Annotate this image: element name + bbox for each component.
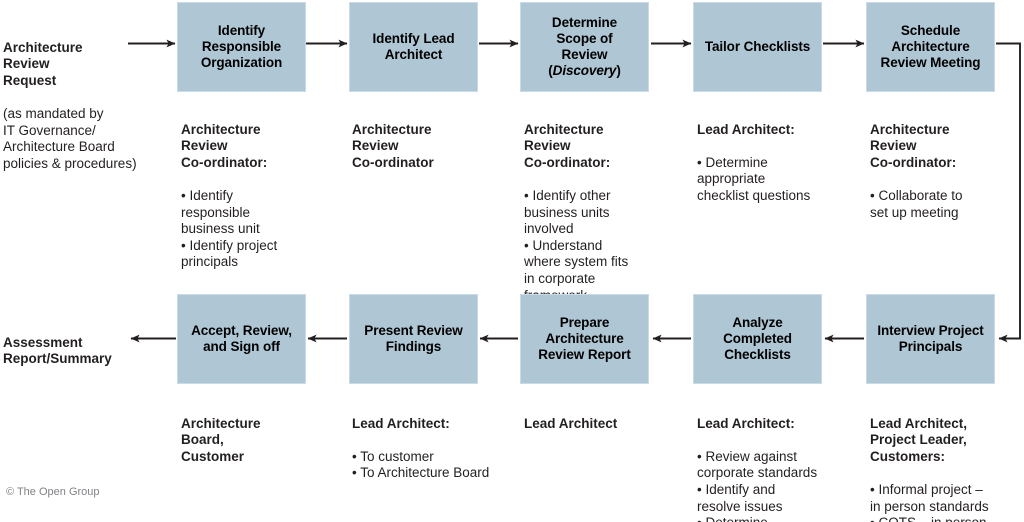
process-box-label: Present Review Findings — [364, 323, 463, 354]
note-heading: Architecture Review Co-ordinator: — [181, 121, 268, 170]
note-identify-responsible-organization: Architecture Review Co-ordinator: • Iden… — [181, 105, 346, 288]
process-box-present-review-findings[interactable]: Present Review Findings — [349, 294, 478, 384]
note-heading: Lead Architect: — [352, 415, 450, 431]
process-box-interview-project-principals[interactable]: Interview Project Principals — [866, 294, 995, 384]
note-heading: Architecture Review Co-ordinator — [352, 121, 434, 170]
note-body: • Collaborate to set up meeting — [870, 187, 963, 220]
note-heading: Lead Architect, Project Leader, Customer… — [870, 415, 968, 464]
process-box-label: Schedule Architecture Review Meeting — [880, 23, 981, 70]
process-box-schedule-architecture-review-meeting[interactable]: Schedule Architecture Review Meeting — [866, 2, 995, 92]
note-determine-scope-of-review: Architecture Review Co-ordinator: • Iden… — [524, 105, 690, 321]
note-body: • Identify responsible business unit • I… — [181, 187, 278, 270]
note-body: • Identify other business units involved… — [524, 187, 629, 303]
note-heading: Architecture Review Co-ordinator: — [524, 121, 611, 170]
process-box-identify-responsible-organization[interactable]: Identify Responsible Organization — [177, 2, 306, 92]
arrow-schedule-meeting-to-interview-project-principals — [996, 42, 1021, 343]
process-box-analyze-completed-checklists[interactable]: Analyze Completed Checklists — [693, 294, 822, 384]
note-prepare-architecture-review-report: Lead Architect — [524, 399, 689, 465]
note-heading: Lead Architect — [524, 415, 618, 431]
process-box-prepare-architecture-review-report[interactable]: Prepare Architecture Review Report — [520, 294, 649, 384]
process-box-label: Accept, Review, and Sign off — [191, 323, 292, 354]
output-label-heading: Assessment Report/Summary — [3, 334, 112, 367]
process-box-label: Analyze Completed Checklists — [723, 315, 792, 362]
note-analyze-completed-checklists: Lead Architect: • Review against corpora… — [697, 399, 869, 522]
input-label-body: (as mandated by IT Governance/ Architect… — [3, 105, 137, 171]
process-box-identify-lead-architect[interactable]: Identify Lead Architect — [349, 2, 478, 92]
process-box-label: Tailor Checklists — [704, 39, 811, 54]
process-box-label: Interview Project Principals — [877, 323, 984, 354]
input-label-architecture-review-request: Architecture Review Request (as mandated… — [3, 23, 168, 189]
note-schedule-architecture-review-meeting: Architecture Review Co-ordinator: • Coll… — [870, 105, 1022, 238]
note-heading: Architecture Board, Customer — [181, 415, 261, 464]
note-interview-project-principals: Lead Architect, Project Leader, Customer… — [870, 399, 1024, 522]
process-box-label: Identify Lead Architect — [372, 31, 455, 62]
process-box-tailor-checklists[interactable]: Tailor Checklists — [693, 2, 822, 92]
input-label-heading: Architecture Review Request — [3, 39, 83, 88]
note-body: • Review against corporate standards • I… — [697, 448, 818, 522]
process-box-label: Identify Responsible Organization — [200, 23, 283, 70]
note-heading: Architecture Review Co-ordinator: — [870, 121, 957, 170]
output-label-assessment-report-summary: Assessment Report/Summary — [3, 318, 171, 384]
note-accept-review-and-sign-off: Architecture Board, Customer — [181, 399, 346, 499]
process-box-label: Prepare Architecture Review Report — [538, 315, 631, 362]
note-body: • Determine appropriate checklist questi… — [697, 154, 811, 203]
note-body: • Informal project – in person standards… — [870, 481, 989, 522]
note-heading: Lead Architect: — [697, 121, 795, 137]
note-body: • To customer • To Architecture Board — [352, 448, 490, 481]
note-tailor-checklists: Lead Architect: • Determine appropriate … — [697, 105, 869, 221]
process-box-accept-review-and-sign-off[interactable]: Accept, Review, and Sign off — [177, 294, 306, 384]
note-heading: Lead Architect: — [697, 415, 795, 431]
copyright-notice: © The Open Group — [6, 486, 100, 498]
note-present-review-findings: Lead Architect: • To customer • To Archi… — [352, 399, 537, 499]
note-identify-lead-architect: Architecture Review Co-ordinator — [352, 105, 517, 205]
